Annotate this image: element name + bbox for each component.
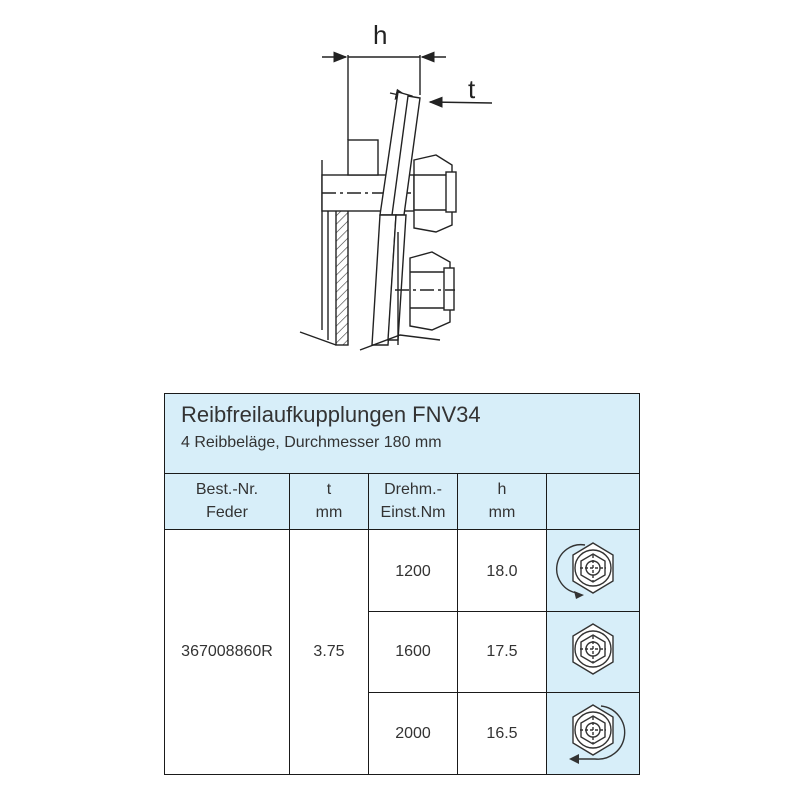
table-line bbox=[165, 473, 639, 474]
cell-h-3 bbox=[458, 693, 546, 774]
h-2: 17.5 bbox=[486, 643, 518, 660]
header-order-no: Best.-Nr. Feder bbox=[165, 478, 289, 524]
torque-2: 1600 bbox=[395, 643, 431, 660]
cell-torque-2 bbox=[369, 612, 457, 692]
torque-1: 1200 bbox=[395, 563, 431, 580]
cell-t-value bbox=[290, 530, 368, 774]
t-value: 3.75 bbox=[313, 643, 345, 660]
table-title: Reibfreilaufkupplungen FNV34 bbox=[181, 402, 481, 427]
spec-table: Reibfreilaufkupplungen FNV34 4 Reibbeläg… bbox=[164, 393, 640, 775]
cell-torque-3 bbox=[369, 693, 457, 774]
dimension-t-label: t bbox=[468, 74, 476, 104]
header-order-no-line1: Best.-Nr. bbox=[195, 481, 259, 498]
cell-order-no bbox=[165, 530, 289, 774]
header-order-no-line2: Feder bbox=[206, 504, 248, 521]
header-t-line2: mm bbox=[315, 504, 343, 521]
cell-h-1 bbox=[458, 530, 546, 611]
header-torque-line2: Einst.Nm bbox=[380, 504, 446, 521]
h-3: 16.5 bbox=[486, 725, 518, 742]
cell-h-2 bbox=[458, 612, 546, 692]
table-line bbox=[289, 473, 290, 774]
torque-3: 2000 bbox=[395, 725, 431, 742]
table-line bbox=[368, 692, 639, 693]
cell-torque-1 bbox=[369, 530, 457, 611]
table-line bbox=[546, 473, 547, 774]
table-line bbox=[368, 473, 369, 774]
coupling-technical-drawing: h t bbox=[299, 20, 493, 351]
nut-tighten-clockwise-icon bbox=[569, 704, 626, 764]
table-line bbox=[457, 473, 458, 774]
header-h-line1: h bbox=[497, 481, 507, 498]
h-1: 18.0 bbox=[486, 563, 518, 580]
table-line bbox=[368, 611, 639, 612]
header-h-line2: mm bbox=[488, 504, 516, 521]
header-t-line1: t bbox=[326, 481, 332, 498]
table-line bbox=[165, 529, 639, 530]
dimension-h-label: h bbox=[373, 20, 387, 50]
table-subtitle: 4 Reibbeläge, Durchmesser 180 mm bbox=[181, 434, 442, 451]
header-torque: Drehm.- Einst.Nm bbox=[369, 478, 457, 524]
header-t: t mm bbox=[290, 478, 368, 524]
coupling-body bbox=[299, 91, 457, 351]
dimension-h bbox=[322, 51, 446, 140]
header-torque-line1: Drehm.- bbox=[384, 481, 442, 498]
header-h: h mm bbox=[458, 478, 546, 524]
nut-tighten-counterclockwise-icon bbox=[556, 542, 614, 599]
order-number: 367008860R bbox=[181, 643, 273, 660]
nut-neutral-icon bbox=[572, 623, 614, 675]
